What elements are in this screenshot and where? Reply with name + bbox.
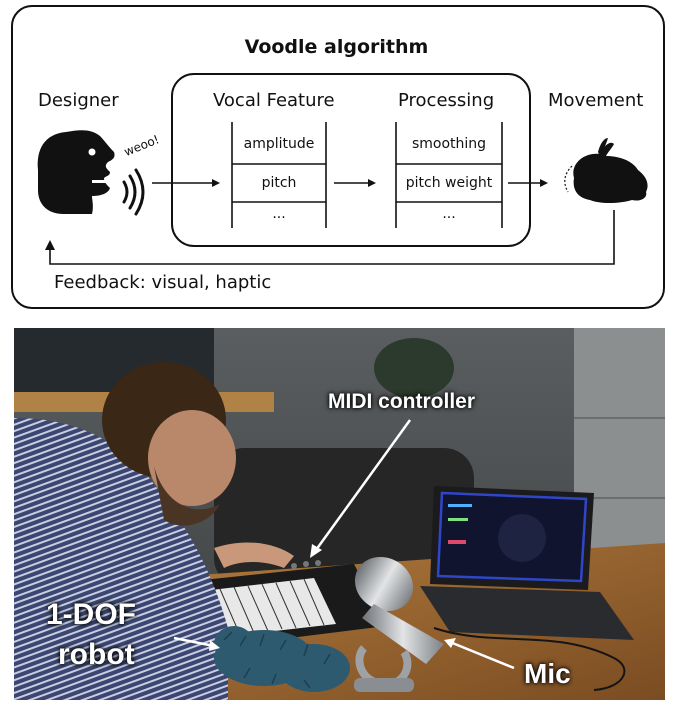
person [14,362,294,700]
annotation-arrows [173,419,515,670]
designer-head-icon [37,130,115,214]
movement-label: Movement [548,90,644,111]
processing-table [395,122,503,228]
robot-label-line1: 1-DOF [46,598,136,631]
diagram-title: Voodle algorithm [244,36,429,58]
midi-keyboard [184,560,386,648]
feedback-loop [45,210,615,265]
vocal-feature-pitch: pitch [261,175,297,191]
vocal-feature-label: Vocal Feature [213,90,335,111]
feedback-label: Feedback: visual, haptic [54,272,272,293]
processing-pitch-weight: pitch weight [405,175,493,191]
designer-label: Designer [38,90,119,111]
setup-photo: MIDI controller 1-DOF robot Mic [14,328,665,700]
algorithm-box [171,73,531,247]
mic-label: Mic [524,658,571,689]
vocal-feature-more: ... [272,206,286,222]
robot-creature-icon [564,138,648,203]
vocal-feature-amplitude: amplitude [243,136,315,152]
voodle-diagram: Voodle algorithm Designer weoo! Vocal Fe… [0,0,673,318]
furry-robot [214,626,350,692]
vocal-feature-table [231,122,327,228]
midi-controller-label: MIDI controller [328,390,476,413]
processing-label: Processing [398,90,495,111]
plant [374,338,454,398]
flow-arrows [152,179,548,187]
photo-illustration [14,328,665,700]
outer-frame [11,5,665,309]
processing-more: ... [442,206,456,222]
robot-label-line2: robot [58,638,135,671]
laptop [420,486,634,640]
sound-waves-icon [122,168,145,216]
processing-smoothing: smoothing [411,136,487,152]
diagram-graphics [11,5,665,309]
microphone [354,556,444,692]
